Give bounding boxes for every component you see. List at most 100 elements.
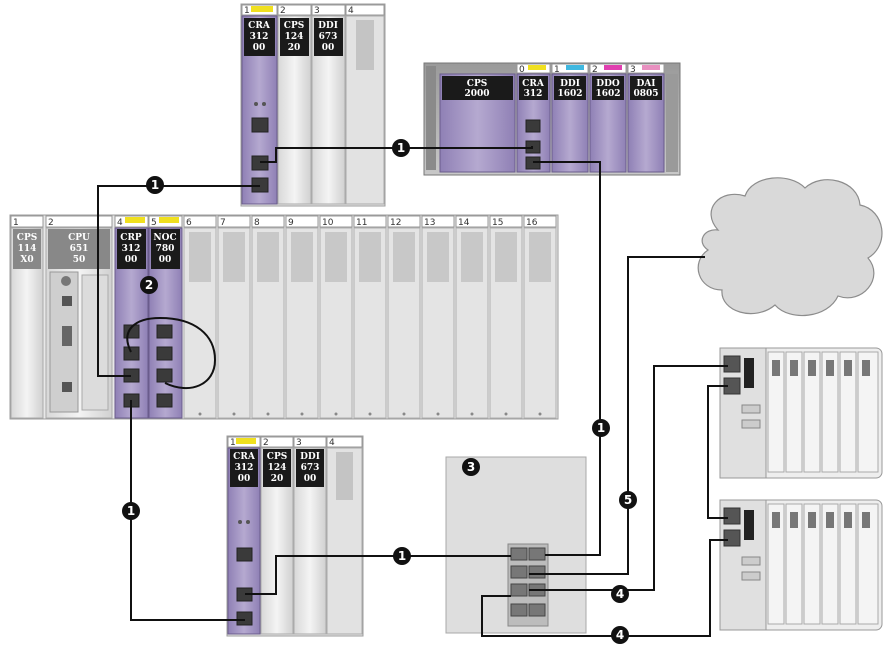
rack-noc-l3: 00 bbox=[159, 255, 172, 265]
rack-slot-cover bbox=[461, 232, 483, 282]
switch-port-1 bbox=[510, 547, 528, 561]
cable-rack-to-bottom bbox=[130, 400, 245, 621]
m340-remote-drop: 0 1 2 3 CPS 2000 CRA 312 DDI 1602 DDO 16… bbox=[423, 62, 681, 176]
top-slot-4: 4 bbox=[348, 6, 354, 16]
callouts: 1 1 1 1 1 2 3 4 bbox=[122, 139, 637, 644]
cable-rack-to-top bbox=[97, 185, 260, 377]
switch-port-5 bbox=[510, 583, 528, 597]
bottom-cra-l2: 312 bbox=[235, 463, 254, 473]
rack-cps-l3: X0 bbox=[20, 255, 33, 265]
rack-slot-number: 8 bbox=[254, 218, 260, 228]
rack-slot-screw bbox=[334, 412, 338, 416]
switch-port-3 bbox=[510, 565, 528, 579]
bottom-slot-2: 2 bbox=[263, 438, 269, 448]
callout-1-bottom-left: 1 bbox=[122, 502, 140, 520]
m340-cps-l2: 2000 bbox=[464, 89, 489, 99]
top-cps-l1: CPS bbox=[284, 21, 304, 31]
rack-slot-cover bbox=[359, 232, 381, 282]
bottom-ddi-l3: 00 bbox=[304, 474, 317, 484]
rack-crp-l3: 00 bbox=[125, 255, 138, 265]
rack-slot-header bbox=[183, 215, 217, 228]
bottom-cra-l3: 00 bbox=[238, 474, 251, 484]
switch-port-7 bbox=[510, 603, 528, 617]
rack-cpu-l3: 50 bbox=[73, 255, 86, 265]
bottom-cra-l1: CRA bbox=[233, 452, 256, 462]
callout-1-left: 1 bbox=[146, 176, 164, 194]
cable-switch-to-cloud bbox=[529, 256, 705, 575]
top-ddi-l3: 00 bbox=[322, 43, 335, 53]
m340-ddo-l1: DDO bbox=[596, 79, 620, 89]
rack-slot-header bbox=[421, 215, 455, 228]
rack-slot-cover bbox=[189, 232, 211, 282]
rack-slot-header bbox=[251, 215, 285, 228]
svg-text:4: 4 bbox=[616, 628, 624, 642]
rack-slot-number: 6 bbox=[186, 218, 192, 228]
rack-slot-screw bbox=[538, 412, 542, 416]
top-ddi-l1: DDI bbox=[318, 21, 338, 31]
rack-slot-cover bbox=[393, 232, 415, 282]
rack-slot-cover bbox=[427, 232, 449, 282]
top-cps-l2: 124 bbox=[285, 32, 304, 42]
m340-ddi-l2: 1602 bbox=[557, 89, 582, 99]
rack-slot-number: 14 bbox=[458, 218, 470, 228]
rack-slot-header bbox=[217, 215, 251, 228]
rack-slot-number: 15 bbox=[492, 218, 503, 228]
top-cps-l3: 20 bbox=[288, 43, 301, 53]
rack-slot-header bbox=[319, 215, 353, 228]
distributed-io-lower bbox=[719, 499, 883, 631]
rack-noc-port-2 bbox=[156, 346, 173, 361]
bottom-cps-l2: 124 bbox=[268, 463, 287, 473]
svg-text:1: 1 bbox=[151, 178, 159, 192]
rack-slot-screw bbox=[504, 412, 508, 416]
rack-noc-l2: 780 bbox=[156, 244, 175, 254]
distributed-io-upper bbox=[719, 347, 883, 479]
rack-slot-number: 9 bbox=[288, 218, 294, 228]
switch-port-2 bbox=[528, 547, 546, 561]
m340-slot-1: 1 bbox=[554, 65, 560, 75]
callout-5: 5 bbox=[619, 491, 637, 509]
rack-slot-number: 11 bbox=[356, 218, 367, 228]
rack-slot-header bbox=[353, 215, 387, 228]
dio-upper-port-1 bbox=[723, 355, 741, 373]
rack-slot-number: 10 bbox=[322, 218, 334, 228]
rack-slot-screw bbox=[266, 412, 270, 416]
cable-switch-to-dio-upper bbox=[529, 365, 728, 591]
bottom-slot-1: 1 bbox=[230, 438, 236, 448]
m340-cra-port-1 bbox=[525, 119, 541, 133]
bottom-cps-l1: CPS bbox=[267, 452, 287, 462]
ethernet-switch bbox=[445, 456, 587, 634]
top-slot-1: 1 bbox=[244, 6, 250, 16]
rack-slot-number: 16 bbox=[526, 218, 538, 228]
m340-cra-l1: CRA bbox=[522, 79, 545, 89]
rack-noc-l1: NOC bbox=[153, 233, 176, 243]
rack-slot-number: 12 bbox=[390, 218, 401, 228]
bottom-slot-3: 3 bbox=[296, 438, 302, 448]
rack-slot-1: 1 bbox=[13, 218, 19, 228]
rack-slot-header bbox=[285, 215, 319, 228]
switch-port-8 bbox=[528, 603, 546, 617]
svg-text:1: 1 bbox=[597, 421, 605, 435]
dio-lower-port-1 bbox=[723, 507, 741, 525]
rack-slot-header bbox=[489, 215, 523, 228]
rack-cps-l1: CPS bbox=[17, 233, 37, 243]
m340-slot-0: 0 bbox=[519, 65, 525, 75]
top-remote-drop: 1 2 3 4 CRA 312 00 CPS 124 20 DDI 673 00 bbox=[240, 3, 386, 207]
rack-slot-screw bbox=[232, 412, 236, 416]
top-cra-l2: 312 bbox=[250, 32, 269, 42]
bottom-slot-4: 4 bbox=[329, 438, 335, 448]
top-slot-3: 3 bbox=[314, 6, 320, 16]
m340-cra-l2: 312 bbox=[524, 89, 543, 99]
rack-cpu-l2: 651 bbox=[70, 244, 89, 254]
rack-slot-screw bbox=[368, 412, 372, 416]
cable-noc-loop bbox=[126, 316, 217, 389]
svg-text:3: 3 bbox=[467, 460, 475, 474]
callout-4-upper: 4 bbox=[611, 585, 629, 603]
cable-switch-to-dio-lower bbox=[481, 539, 728, 637]
bottom-ddi-l2: 673 bbox=[301, 463, 320, 473]
bottom-ddi-l1: DDI bbox=[300, 452, 320, 462]
callout-3: 3 bbox=[462, 458, 480, 476]
rack-slot-2: 2 bbox=[48, 218, 54, 228]
callout-1-top: 1 bbox=[392, 139, 410, 157]
